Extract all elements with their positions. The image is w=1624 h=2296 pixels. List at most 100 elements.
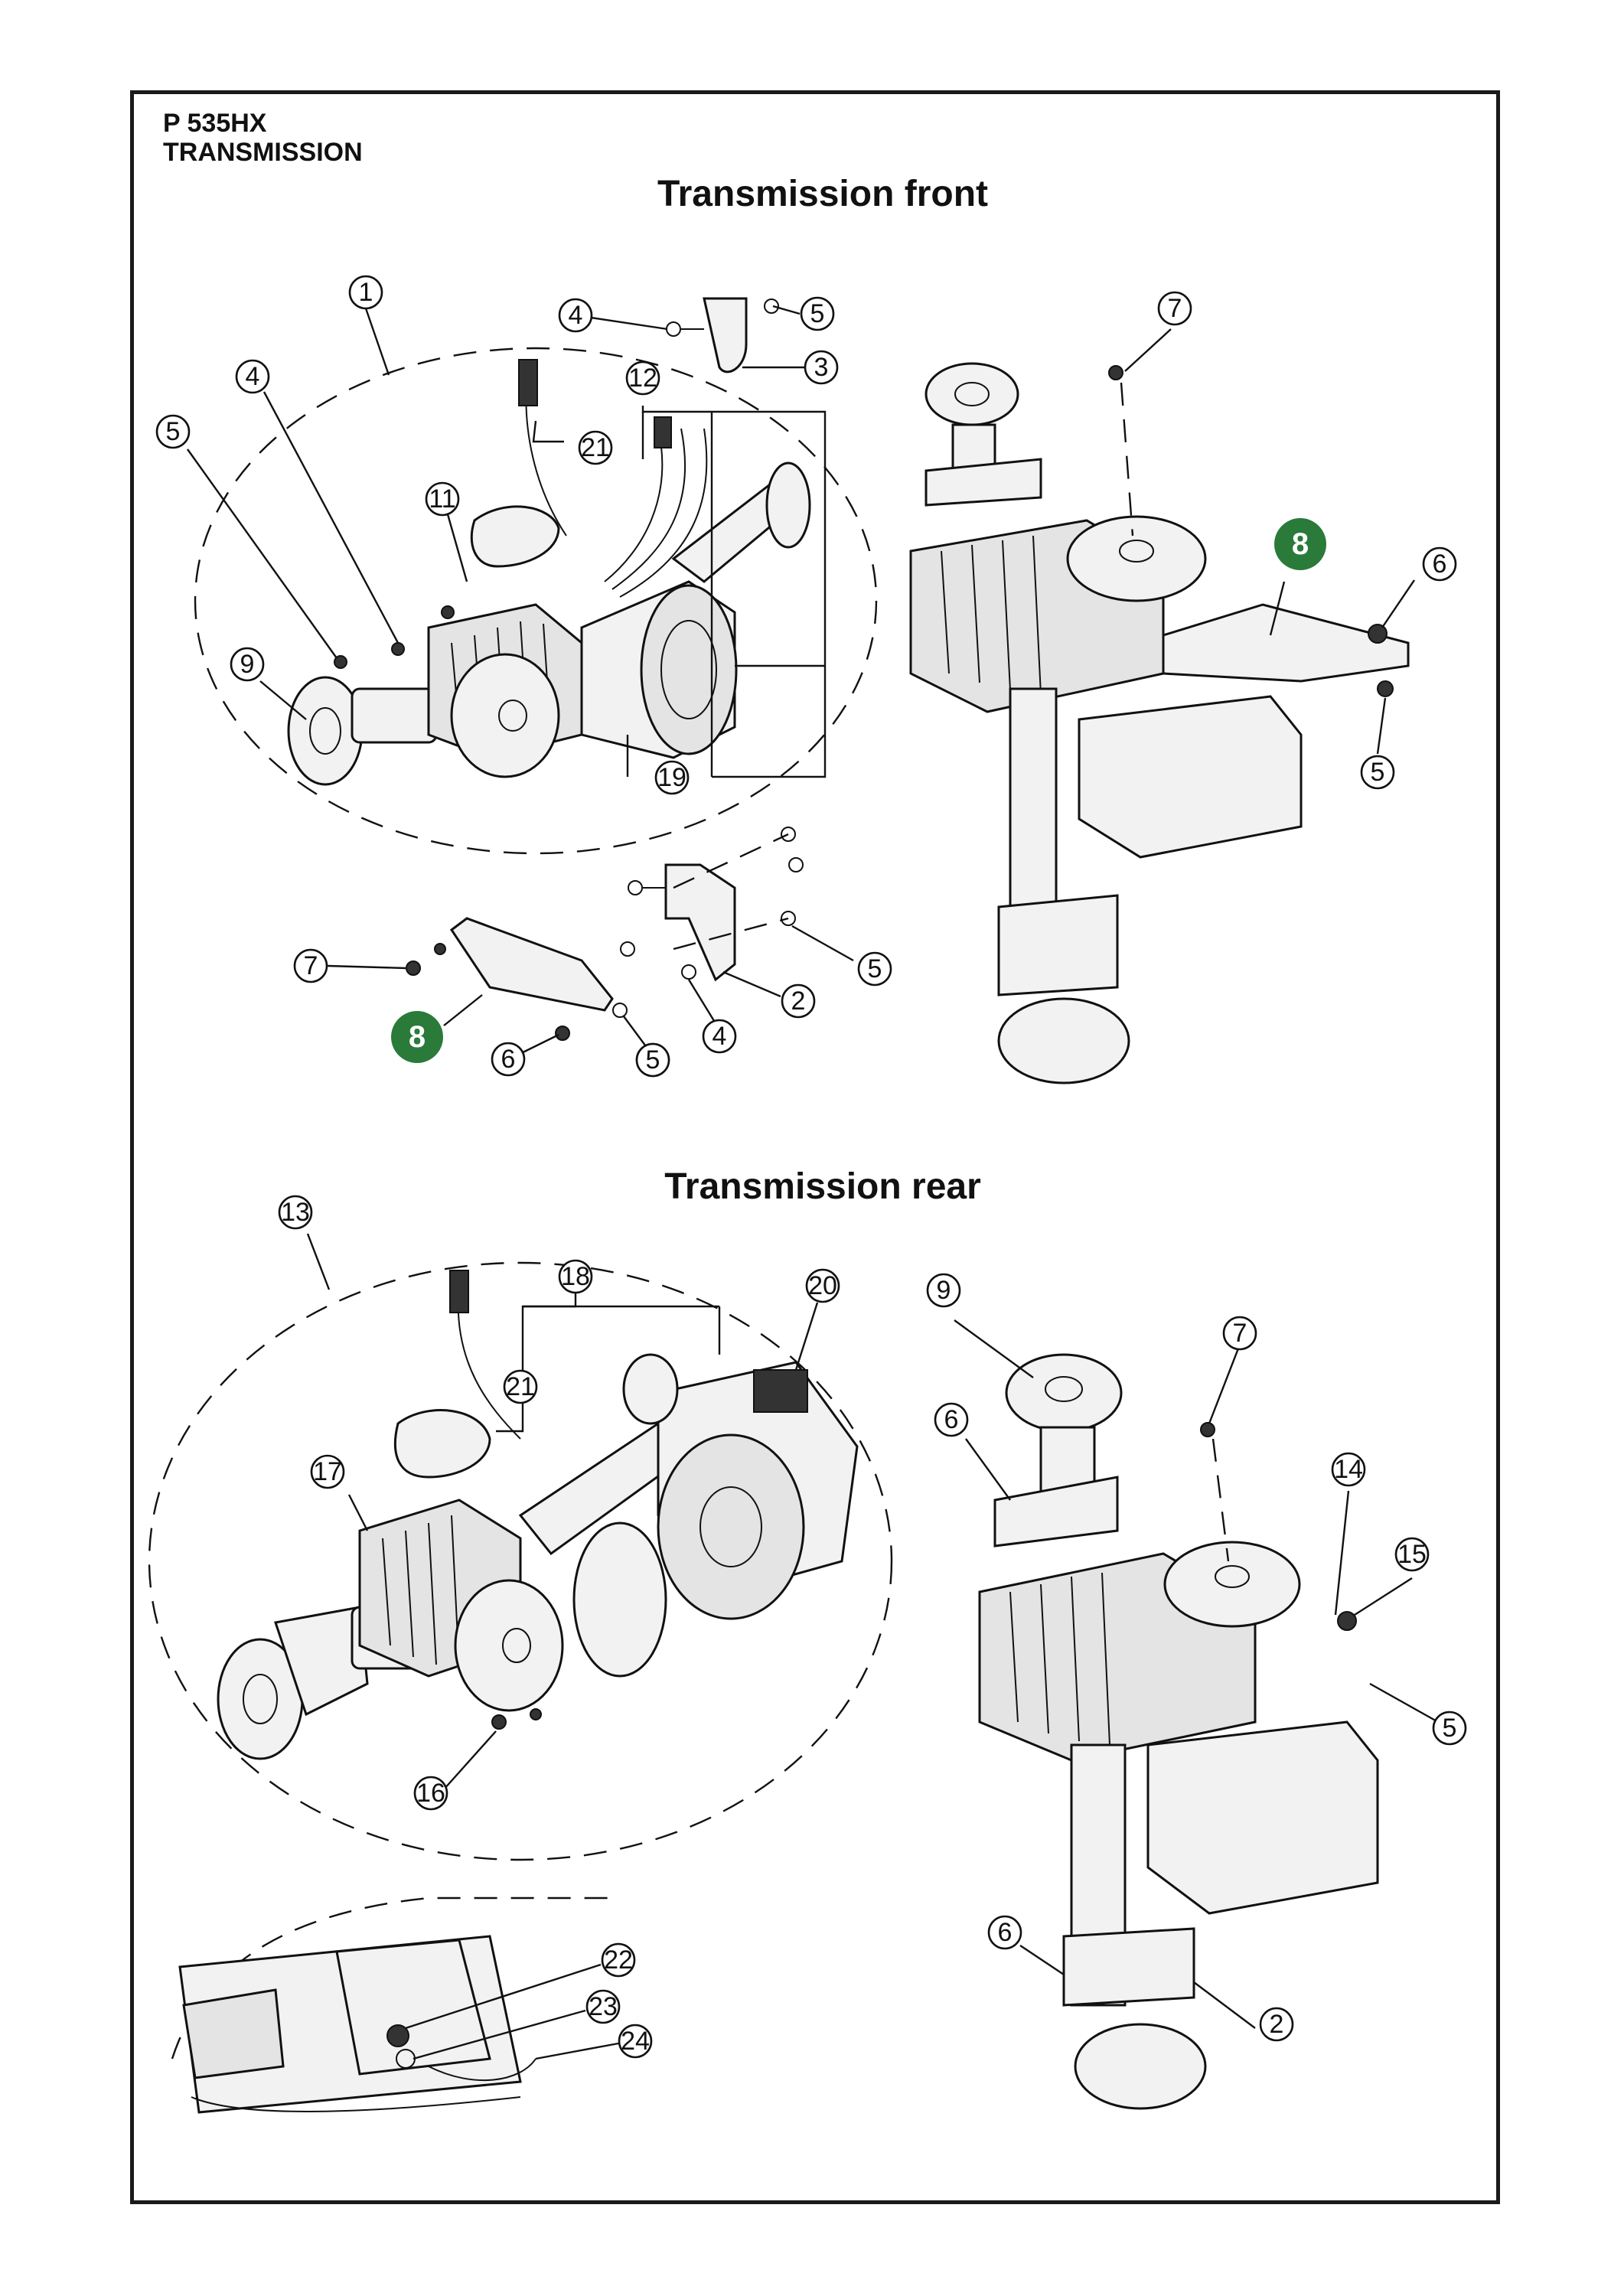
- callout-4: 4: [235, 359, 270, 394]
- front-assembled-motor: [1078, 695, 1303, 859]
- svg-text:2: 2: [791, 987, 806, 1016]
- rear-brake-cover: [393, 1409, 491, 1479]
- callout-5: 5: [155, 414, 191, 449]
- callout-5: 5: [635, 1042, 670, 1078]
- callout-6: 6: [1422, 546, 1457, 582]
- callout-7: 7: [1222, 1316, 1257, 1351]
- svg-text:12: 12: [628, 364, 657, 393]
- callout-6: 6: [491, 1042, 526, 1077]
- rear-lower-plate: [1062, 1927, 1195, 2007]
- rear-lower-hub: [1074, 2023, 1207, 2110]
- callout-15: 15: [1394, 1537, 1430, 1572]
- svg-text:23: 23: [589, 1992, 618, 2021]
- rear-controller-20: [753, 1369, 808, 1413]
- callout-5: 5: [800, 296, 835, 331]
- rear-axle-flange: [622, 1353, 679, 1425]
- model-label: P 535HX: [163, 109, 267, 138]
- callout-5: 5: [1432, 1711, 1467, 1746]
- callout-24: 24: [618, 2024, 653, 2059]
- callout-6: 6: [934, 1402, 969, 1437]
- callout-21: 21: [503, 1369, 538, 1404]
- callout-14: 14: [1331, 1452, 1366, 1487]
- front-top-hub: [925, 362, 1019, 426]
- svg-text:24: 24: [621, 2027, 650, 2056]
- callout-21: 21: [578, 430, 613, 465]
- front-brake-cover: [470, 505, 560, 568]
- svg-text:22: 22: [604, 1945, 633, 1975]
- front-bracket-3: [703, 297, 748, 373]
- front-bracket-8: [449, 917, 614, 1012]
- callout-9: 9: [230, 647, 265, 682]
- rear-exploded-assembly: [148, 1261, 893, 1861]
- callout-23: 23: [585, 1989, 621, 2024]
- svg-text:7: 7: [304, 951, 318, 980]
- rear-gear-cover: [454, 1579, 564, 1712]
- callout-2: 2: [1259, 2007, 1294, 2042]
- svg-text:20: 20: [808, 1271, 837, 1300]
- section-label: TRANSMISSION: [163, 138, 363, 167]
- svg-text:6: 6: [501, 1045, 516, 1074]
- front-connector: [654, 416, 672, 448]
- svg-text:7: 7: [1168, 294, 1182, 323]
- svg-text:7: 7: [1233, 1319, 1247, 1348]
- svg-text:9: 9: [937, 1276, 951, 1305]
- svg-text:3: 3: [814, 353, 829, 382]
- front-motor-end: [640, 584, 738, 755]
- rear-assembled-cover: [1163, 1541, 1301, 1628]
- callout-7: 7: [293, 948, 328, 983]
- callout-bubbles: 1 4 5 3 7 4 12 5 21 11 8 6 9 19 5 5 7 2 …: [155, 275, 1467, 2059]
- svg-text:5: 5: [1371, 758, 1385, 787]
- callout-11: 11: [425, 481, 460, 517]
- leader-lines: [187, 305, 1446, 2060]
- detail-hose-24: [428, 2058, 536, 2082]
- rear-assembled-view: [978, 1353, 1379, 2110]
- callout-8-highlight: 8: [391, 1011, 443, 1063]
- front-lower-hub: [997, 997, 1130, 1084]
- callout-16: 16: [413, 1776, 448, 1811]
- callout-12: 12: [625, 360, 660, 396]
- svg-text:17: 17: [313, 1457, 342, 1486]
- svg-text:5: 5: [810, 299, 825, 328]
- front-assembled-view: [909, 362, 1410, 1084]
- front-assembled-bracket-8: [1162, 603, 1410, 683]
- front-lower-plate: [997, 894, 1119, 996]
- callout-6: 6: [987, 1915, 1022, 1950]
- callout-8-highlight: 8: [1274, 518, 1326, 570]
- detail-fitting-22: [386, 2024, 409, 2047]
- svg-text:21: 21: [506, 1372, 535, 1401]
- svg-text:6: 6: [944, 1405, 959, 1434]
- svg-text:4: 4: [246, 362, 260, 391]
- callout-3: 3: [804, 350, 839, 385]
- svg-text:6: 6: [1433, 550, 1447, 579]
- connector-detail-view: [171, 1896, 612, 2114]
- callout-17: 17: [310, 1454, 345, 1489]
- front-gear-cover: [450, 653, 560, 778]
- callout-2: 2: [781, 983, 816, 1019]
- svg-text:15: 15: [1397, 1540, 1427, 1569]
- svg-text:5: 5: [646, 1045, 660, 1075]
- callout-5: 5: [857, 951, 892, 987]
- svg-text:2: 2: [1270, 2010, 1284, 2039]
- svg-text:9: 9: [240, 650, 255, 679]
- svg-text:8: 8: [409, 1020, 426, 1054]
- front-exploded-assembly: [194, 297, 878, 1041]
- callout-7: 7: [1157, 291, 1192, 326]
- callout-20: 20: [805, 1268, 840, 1303]
- svg-text:16: 16: [416, 1779, 445, 1808]
- drawing-frame: [130, 90, 1500, 2204]
- front-assembled-cover: [1066, 515, 1207, 602]
- callout-9: 9: [926, 1273, 961, 1308]
- callout-4: 4: [702, 1019, 737, 1054]
- svg-text:19: 19: [657, 763, 686, 792]
- front-section-title: Transmission front: [657, 174, 989, 214]
- front-assembly-boundary: [194, 347, 878, 855]
- front-shaft-housing: [351, 687, 438, 744]
- svg-text:6: 6: [998, 1918, 1013, 1947]
- svg-text:5: 5: [868, 954, 882, 983]
- svg-text:1: 1: [359, 278, 373, 307]
- callout-4: 4: [558, 298, 593, 333]
- svg-text:8: 8: [1292, 527, 1309, 561]
- svg-text:21: 21: [581, 433, 610, 462]
- svg-text:4: 4: [569, 301, 583, 330]
